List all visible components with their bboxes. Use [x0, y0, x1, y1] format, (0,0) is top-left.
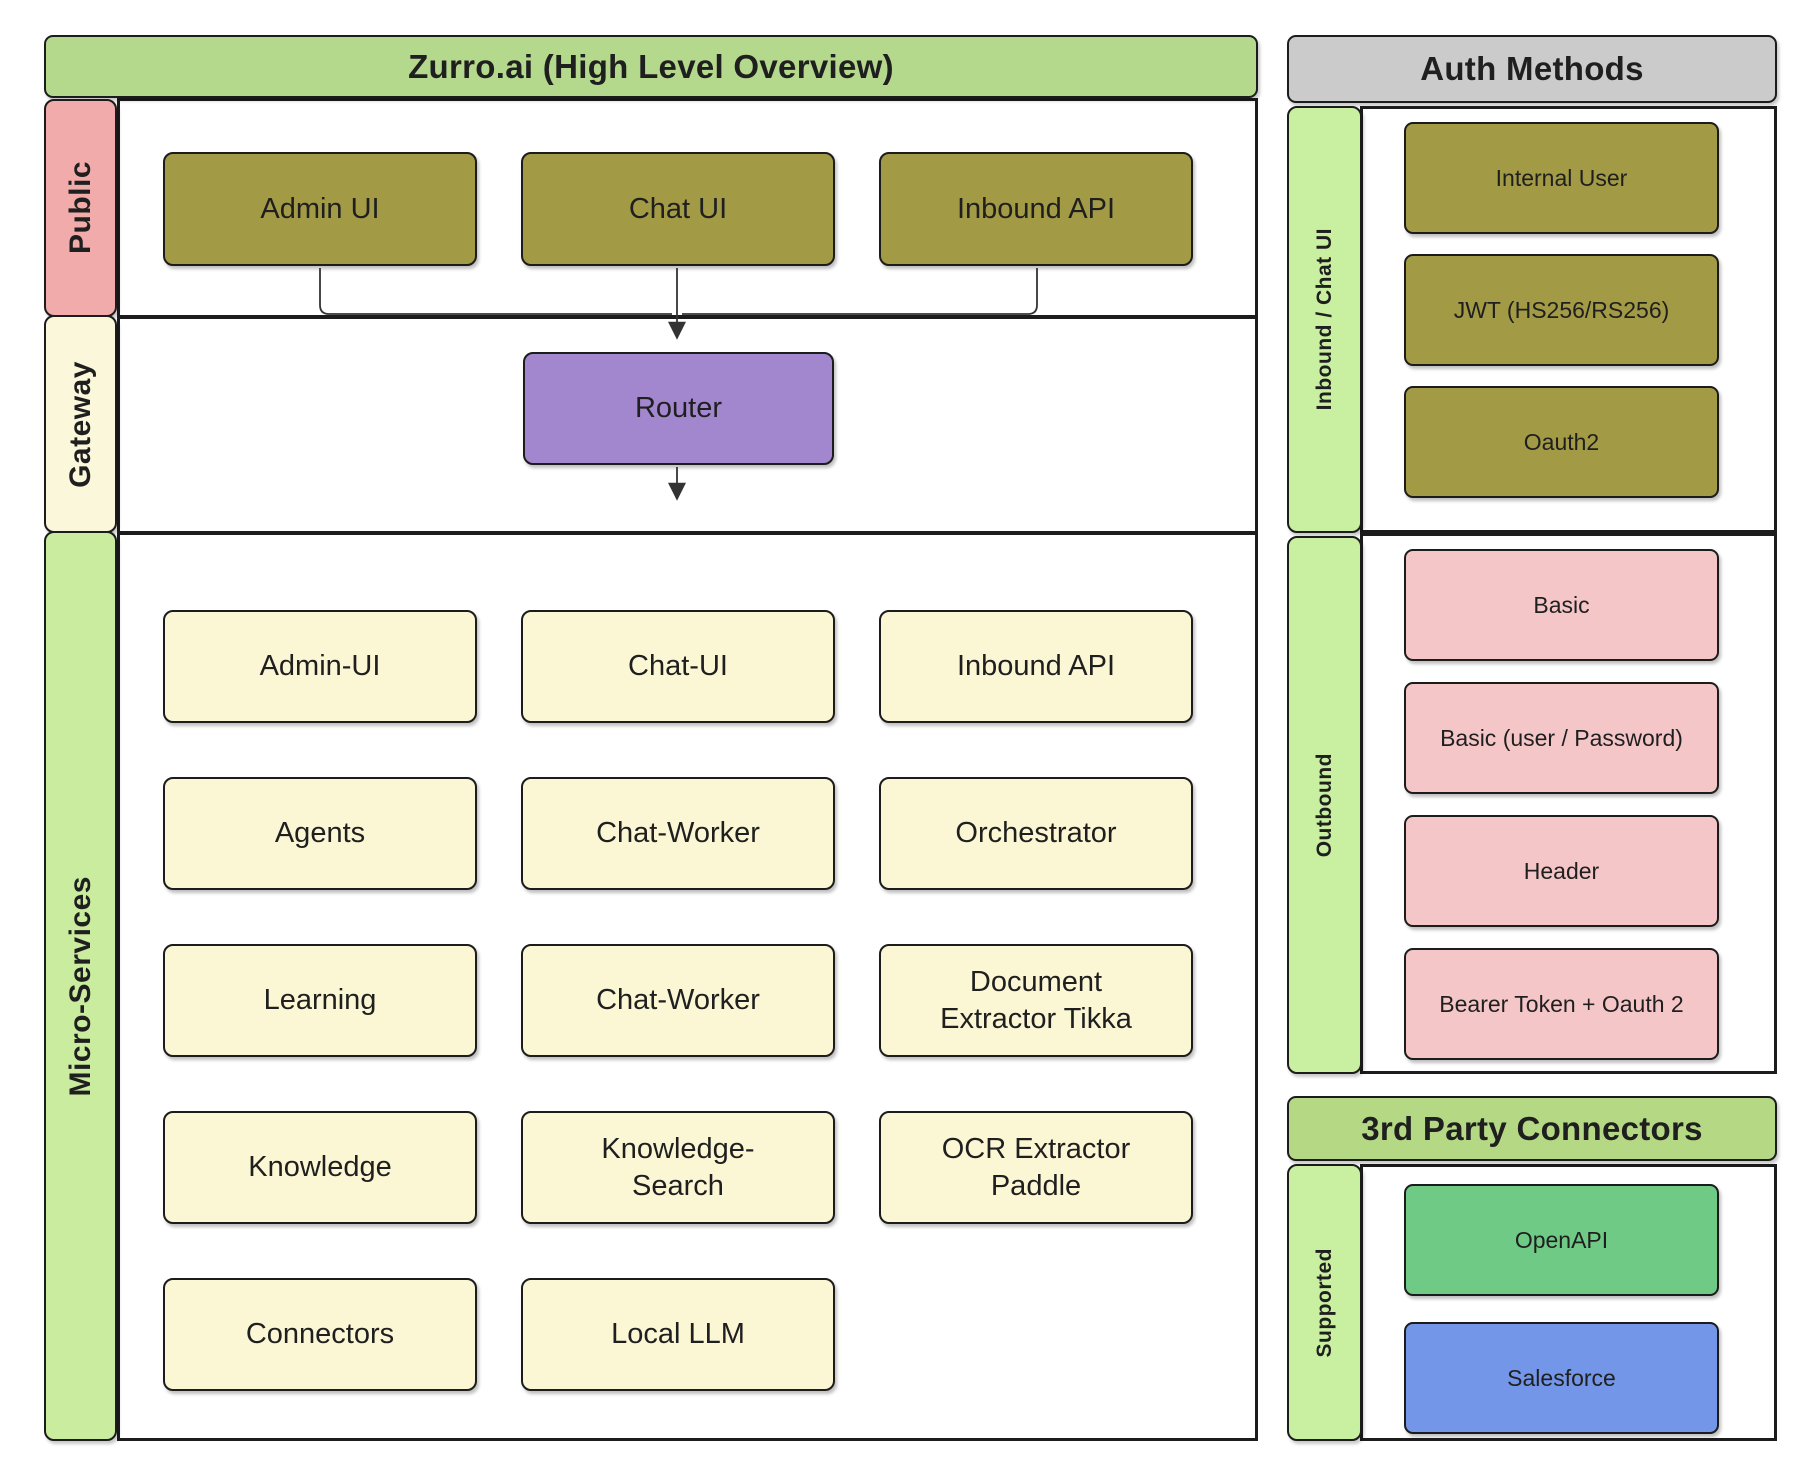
micro-box-document-extractor-tikka: Document Extractor Tikka — [879, 944, 1193, 1057]
router-box-label: Router — [634, 392, 723, 425]
public-row-label: Public — [44, 99, 117, 317]
auth-methods-header-text: Auth Methods — [1420, 50, 1644, 87]
gateway-row-label: Gateway — [44, 315, 117, 533]
third-party-header-text: 3rd Party Connectors — [1361, 1109, 1703, 1147]
box-label: Inbound API — [956, 192, 1116, 225]
auth-outbound-box-basic-user-password: Basic (user / Password) — [1404, 682, 1719, 794]
box-label: Bearer Token + Oauth 2 — [1439, 990, 1684, 1017]
box-label: Connectors — [245, 1318, 395, 1351]
public-boxes-row: Admin UI Chat UI Inbound API — [163, 152, 1193, 266]
public-box-chat-ui: Chat UI — [521, 152, 835, 266]
box-label: Internal User — [1495, 164, 1628, 191]
gateway-row-label-text: Gateway — [63, 360, 97, 488]
box-label: JWT (HS256/RS256) — [1453, 296, 1670, 323]
box-label: Agents — [274, 817, 366, 850]
public-box-admin-ui: Admin UI — [163, 152, 477, 266]
auth-inbound-box-internal-user: Internal User — [1404, 122, 1719, 234]
auth-outbound-label: Outbound — [1287, 536, 1362, 1074]
supported-box-openapi: OpenAPI — [1404, 1184, 1719, 1296]
box-label: Oauth2 — [1523, 428, 1600, 455]
box-label: OCR Extractor Paddle — [941, 1133, 1131, 1202]
box-label: Admin UI — [260, 192, 380, 225]
microservices-row-label: Micro-Services — [44, 531, 117, 1441]
public-gateway-divider — [117, 315, 1258, 319]
box-label: Chat-UI — [628, 650, 728, 683]
public-box-inbound-api: Inbound API — [879, 152, 1193, 266]
auth-inbound-label: Inbound / Chat UI — [1287, 106, 1362, 533]
micro-box-admin-ui: Admin-UI — [163, 610, 477, 723]
micro-box-connectors: Connectors — [163, 1278, 477, 1391]
box-label: Basic — [1533, 591, 1590, 618]
box-label: Chat-Worker — [596, 984, 760, 1017]
main-title-text: Zurro.ai (High Level Overview) — [408, 47, 894, 85]
micro-box-chat-ui: Chat-UI — [521, 610, 835, 723]
supported-label-text: Supported — [1312, 1247, 1336, 1358]
micro-box-local-llm: Local LLM — [521, 1278, 835, 1391]
supported-boxes: OpenAPI Salesforce — [1404, 1184, 1719, 1434]
micro-box-chat-worker: Chat-Worker — [521, 777, 835, 890]
box-label: Document Extractor Tikka — [940, 966, 1132, 1035]
micro-box-knowledge: Knowledge — [163, 1111, 477, 1224]
box-label: Salesforce — [1507, 1364, 1616, 1391]
micro-box-chat-worker: Chat-Worker — [521, 944, 835, 1057]
box-label: Chat UI — [628, 192, 728, 225]
box-label: Inbound API — [956, 650, 1116, 683]
supported-box-salesforce: Salesforce — [1404, 1322, 1719, 1434]
box-label: Local LLM — [611, 1318, 745, 1351]
micro-box-knowledge-search: Knowledge-Search — [521, 1111, 835, 1224]
micro-box-inbound-api: Inbound API — [879, 610, 1193, 723]
auth-inbound-box-oauth2: Oauth2 — [1404, 386, 1719, 498]
auth-outbound-label-text: Outbound — [1312, 752, 1336, 858]
auth-outbound-box-bearer-token-oauth-2: Bearer Token + Oauth 2 — [1404, 948, 1719, 1060]
box-label: Knowledge — [248, 1151, 392, 1184]
public-row-label-text: Public — [63, 161, 97, 255]
box-label: Admin-UI — [259, 650, 381, 683]
box-label: Knowledge-Search — [601, 1133, 755, 1202]
micro-box-orchestrator: Orchestrator — [879, 777, 1193, 890]
auth-inbound-label-text: Inbound / Chat UI — [1312, 228, 1336, 411]
router-box: Router — [523, 352, 834, 465]
box-label: Header — [1523, 857, 1600, 884]
box-label: Basic (user / Password) — [1440, 724, 1683, 751]
box-label: OpenAPI — [1514, 1226, 1609, 1253]
micro-box-agents: Agents — [163, 777, 477, 890]
auth-inbound-box-jwt-hs256-rs256: JWT (HS256/RS256) — [1404, 254, 1719, 366]
main-title-bar: Zurro.ai (High Level Overview) — [44, 35, 1258, 98]
auth-outbound-box-header: Header — [1404, 815, 1719, 927]
micro-box-ocr-extractor-paddle: OCR Extractor Paddle — [879, 1111, 1193, 1224]
gateway-micro-divider — [117, 531, 1258, 535]
micro-box-learning: Learning — [163, 944, 477, 1057]
microservices-row-label-text: Micro-Services — [63, 875, 97, 1097]
box-label: Chat-Worker — [596, 817, 760, 850]
auth-methods-header: Auth Methods — [1287, 35, 1777, 103]
box-label: Learning — [263, 984, 377, 1017]
third-party-header: 3rd Party Connectors — [1287, 1096, 1777, 1161]
auth-outbound-box-basic: Basic — [1404, 549, 1719, 661]
box-label: Orchestrator — [955, 817, 1117, 850]
supported-label: Supported — [1287, 1164, 1362, 1441]
